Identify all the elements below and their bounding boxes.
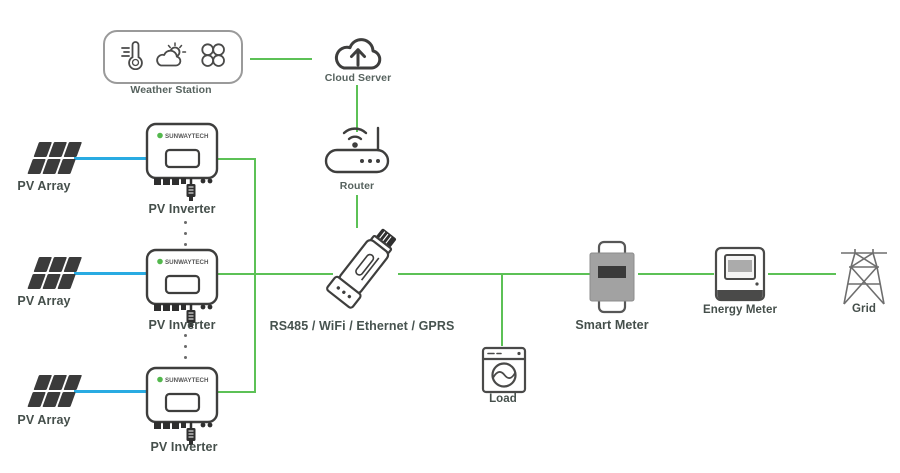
inverter-icon: SUNWAYTECH xyxy=(145,366,221,452)
weather-station-label: Weather Station xyxy=(130,84,212,96)
edge-array1-to-inverter1 xyxy=(74,157,147,160)
edge-energy-meter-to-grid xyxy=(768,273,836,275)
edge-cloud-to-router xyxy=(356,85,358,132)
pv-inverter-1-node: SUNWAYTECH xyxy=(145,122,221,209)
solar-panel-icon xyxy=(26,142,86,182)
edge-inverter3-to-bus xyxy=(217,391,256,393)
edge-inverter1-to-bus xyxy=(217,158,256,160)
comm-dongle-node xyxy=(320,222,404,321)
edge-inverter2-to-dongle xyxy=(217,273,333,275)
smart-meter-icon xyxy=(586,240,638,318)
pv-array-3-node xyxy=(26,373,86,416)
pv-array-1-label: PV Array xyxy=(17,179,71,193)
inverter-icon: SUNWAYTECH xyxy=(145,248,221,334)
smart-meter-node xyxy=(586,240,638,319)
edge-router-to-dongle xyxy=(356,195,358,228)
router-node xyxy=(322,113,392,182)
energy-meter-label: Energy Meter xyxy=(702,304,778,316)
comm-bus-vertical xyxy=(254,158,256,393)
transmission-tower-icon xyxy=(838,249,890,312)
cloud-server-label: Cloud Server xyxy=(324,72,392,84)
pv-inverter-1-label: PV Inverter xyxy=(148,202,216,216)
edge-weather-to-cloud xyxy=(250,58,312,60)
grid-label: Grid xyxy=(851,303,877,315)
more-inverters-ellipsis xyxy=(184,221,187,246)
edge-array3-to-inverter3 xyxy=(74,390,147,393)
cloud-server-node xyxy=(330,31,386,78)
pv-inverter-2-node: SUNWAYTECH xyxy=(145,248,221,335)
solar-panel-icon xyxy=(26,257,86,297)
inverter-brand-text: SUNWAYTECH xyxy=(165,377,209,384)
router-label: Router xyxy=(339,180,375,192)
inverter-brand-icon xyxy=(157,376,163,383)
weather-station-node xyxy=(103,30,243,84)
wifi-router-icon xyxy=(322,126,392,181)
inverter-brand-text: SUNWAYTECH xyxy=(165,259,209,266)
comm-dongle-icon xyxy=(320,228,404,320)
more-inverters-ellipsis xyxy=(184,334,187,359)
edge-dongle-to-smart-meter xyxy=(398,273,590,275)
energy-meter-node xyxy=(714,246,766,309)
edge-array2-to-inverter2 xyxy=(74,272,147,275)
sun-cloud-icon xyxy=(154,41,188,74)
pv-array-2-label: PV Array xyxy=(17,294,71,308)
pv-inverter-3-label: PV Inverter xyxy=(150,440,218,454)
thermometer-icon xyxy=(119,40,143,75)
load-label: Load xyxy=(489,393,517,405)
edge-branch-to-load xyxy=(501,275,503,346)
pv-array-2-node xyxy=(26,255,86,298)
pv-array-3-label: PV Array xyxy=(17,413,71,427)
comm-dongle-label: RS485 / WiFi / Ethernet / GPRS xyxy=(269,319,455,333)
pv-inverter-2-label: PV Inverter xyxy=(148,318,216,332)
inverter-brand-icon xyxy=(157,258,163,265)
fan-icon xyxy=(199,41,227,74)
solar-panel-icon xyxy=(26,375,86,415)
inverter-brand-text: SUNWAYTECH xyxy=(165,133,209,140)
cloud-upload-icon xyxy=(330,38,386,77)
edge-smart-to-energy-meter xyxy=(638,273,714,275)
pv-array-1-node xyxy=(26,140,86,183)
inverter-icon: SUNWAYTECH xyxy=(145,122,221,208)
load-node xyxy=(481,346,527,399)
inverter-brand-icon xyxy=(157,132,163,139)
pv-inverter-3-node: SUNWAYTECH xyxy=(145,366,221,453)
washing-machine-icon xyxy=(481,346,527,398)
energy-meter-icon xyxy=(714,246,766,308)
smart-meter-label: Smart Meter xyxy=(575,318,649,332)
grid-node xyxy=(838,246,890,313)
